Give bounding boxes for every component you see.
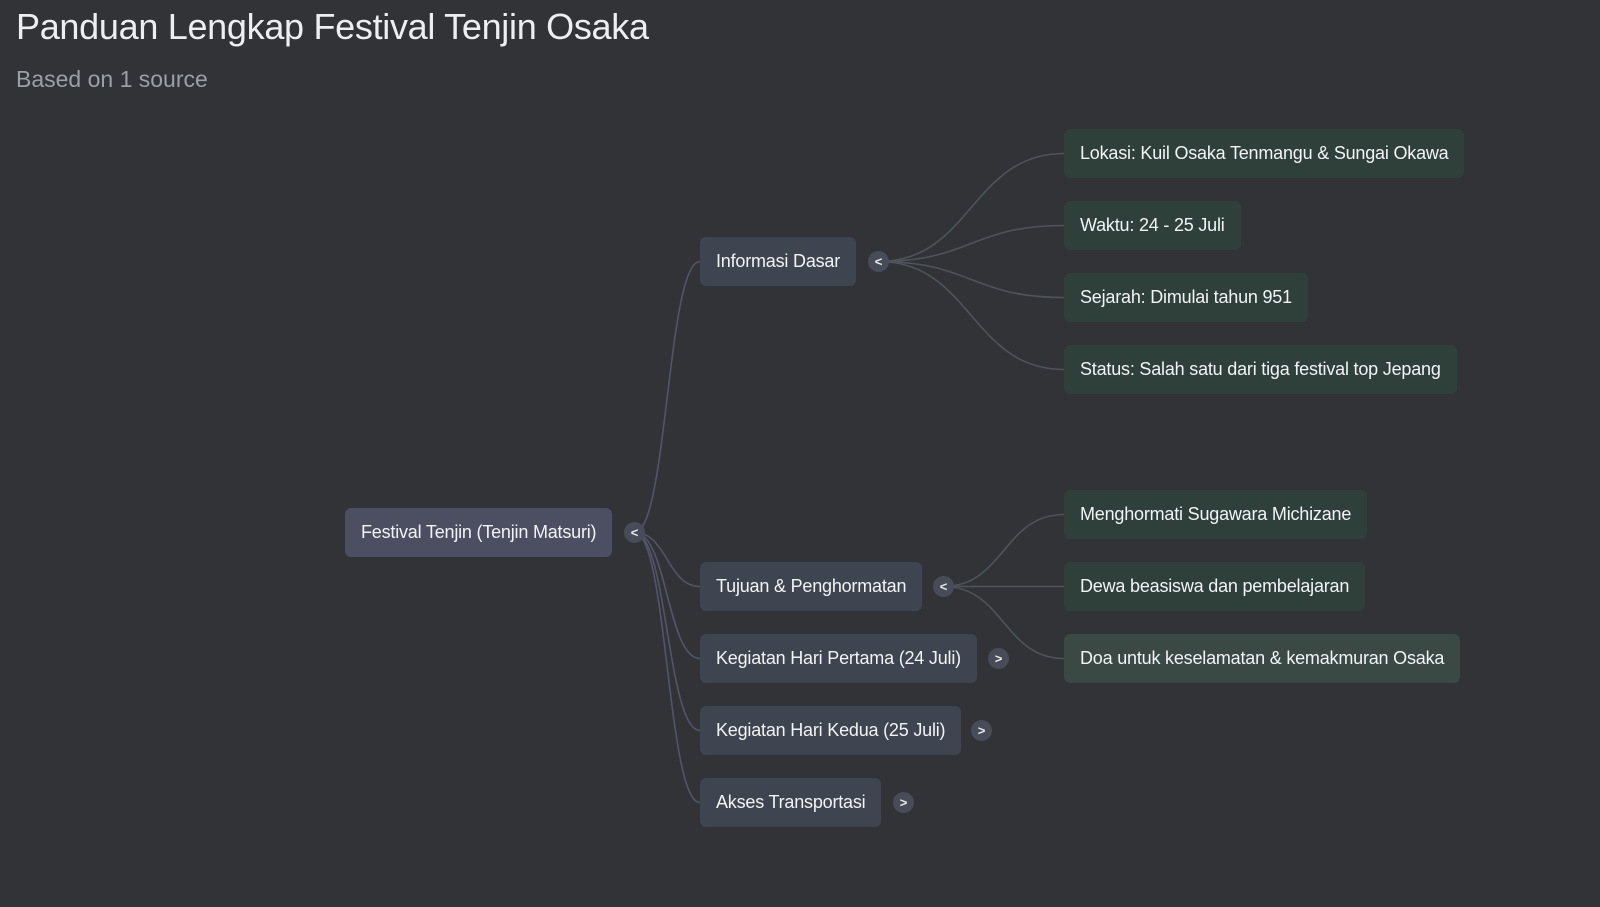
link-line: [634, 260, 701, 534]
collapse-toggle-root[interactable]: <: [624, 522, 645, 543]
expand-toggle[interactable]: >: [988, 648, 1009, 669]
leaf-node[interactable]: Doa untuk keselamatan & kemakmuran Osaka: [1064, 634, 1461, 683]
link-line: [634, 531, 701, 660]
link-line: [878, 224, 1065, 263]
source-count: Based on 1 source: [16, 66, 208, 92]
link-line: [634, 531, 701, 732]
branch-node-hari-kedua[interactable]: Kegiatan Hari Kedua (25 Juli): [700, 706, 962, 755]
link-line: [878, 260, 1065, 371]
leaf-node[interactable]: Status: Salah satu dari tiga festival to…: [1064, 345, 1457, 394]
leaf-node[interactable]: Sejarah: Dimulai tahun 951: [1064, 273, 1308, 322]
link-line: [634, 531, 701, 804]
expand-toggle[interactable]: >: [893, 792, 914, 813]
leaf-node[interactable]: Lokasi: Kuil Osaka Tenmangu & Sungai Oka…: [1064, 129, 1465, 178]
branch-node-tujuan[interactable]: Tujuan & Penghormatan: [700, 562, 923, 611]
leaf-node[interactable]: Dewa beasiswa dan pembelajaran: [1064, 562, 1366, 611]
collapse-toggle[interactable]: <: [933, 576, 954, 597]
expand-toggle[interactable]: >: [971, 720, 992, 741]
leaf-node[interactable]: Waktu: 24 - 25 Juli: [1064, 201, 1241, 250]
link-line: [634, 531, 701, 588]
branch-node-akses-transportasi[interactable]: Akses Transportasi: [700, 778, 882, 827]
link-line: [878, 260, 1065, 299]
branch-node-hari-pertama[interactable]: Kegiatan Hari Pertama (24 Juli): [700, 634, 977, 683]
page-title: Panduan Lengkap Festival Tenjin Osaka: [16, 6, 649, 47]
collapse-toggle[interactable]: <: [868, 251, 889, 272]
link-line: [878, 152, 1065, 263]
branch-node-informasi-dasar[interactable]: Informasi Dasar: [700, 237, 857, 286]
root-node[interactable]: Festival Tenjin (Tenjin Matsuri): [345, 508, 613, 557]
leaf-node[interactable]: Menghormati Sugawara Michizane: [1064, 490, 1368, 539]
link-line: [943, 513, 1065, 588]
